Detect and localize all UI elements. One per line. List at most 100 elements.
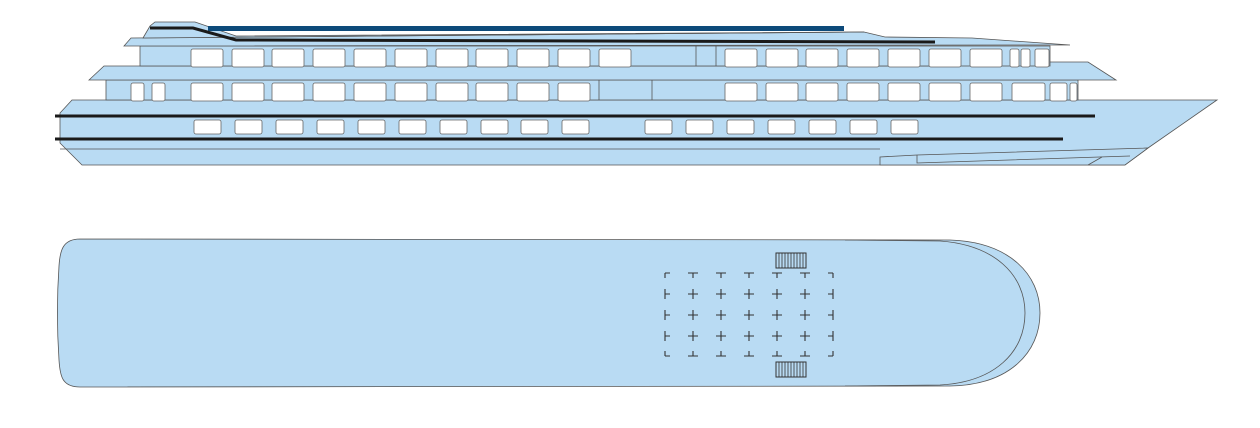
window (1020, 48, 1031, 68)
bow-inner-line (844, 239, 1026, 387)
grid-marker (716, 351, 726, 357)
grid-marker (744, 351, 754, 357)
window (557, 48, 591, 68)
grid-marker (772, 331, 782, 341)
grid-marker (716, 289, 726, 299)
grid-marker (688, 331, 698, 341)
window (849, 119, 878, 135)
window (644, 119, 673, 135)
deck-outline (57, 238, 1041, 388)
side-elevation-view (55, 21, 1219, 166)
grid-marker (716, 272, 726, 278)
window (439, 119, 468, 135)
grid-marker (828, 272, 834, 278)
window (724, 48, 758, 68)
window (808, 119, 837, 135)
grid-marker (800, 310, 810, 320)
grid-marker (828, 351, 834, 357)
window (805, 48, 839, 68)
window (887, 48, 921, 68)
window (193, 119, 222, 135)
window (928, 82, 962, 102)
window (394, 48, 428, 68)
grid-marker (772, 351, 782, 357)
window (312, 82, 346, 102)
roof-stripe (150, 26, 936, 44)
window (312, 48, 346, 68)
grid-marker (664, 351, 670, 357)
window (685, 119, 714, 135)
window (516, 82, 550, 102)
grid-marker (772, 272, 782, 278)
lower-deck-windows (193, 119, 919, 135)
grid-marker (688, 272, 698, 278)
grid-marker (744, 289, 754, 299)
window (767, 119, 796, 135)
window (969, 82, 1003, 102)
window (475, 82, 509, 102)
grid-marker (688, 310, 698, 320)
window (598, 48, 632, 68)
grid-marker (772, 310, 782, 320)
stair-icon (775, 361, 807, 378)
deck-grid-markers (664, 272, 834, 357)
window (480, 119, 509, 135)
stairs (775, 252, 807, 378)
window (316, 119, 345, 135)
window (1011, 82, 1046, 102)
window (887, 82, 921, 102)
window (394, 82, 428, 102)
grid-marker (800, 331, 810, 341)
second-deck-windows (130, 82, 1078, 102)
grid-marker (664, 331, 670, 341)
window (724, 82, 758, 102)
window (475, 48, 509, 68)
window (357, 119, 386, 135)
grid-marker (828, 310, 834, 320)
window (765, 48, 799, 68)
window (1034, 48, 1050, 68)
window (435, 48, 469, 68)
grid-marker (744, 331, 754, 341)
window (1049, 82, 1068, 102)
grid-marker (664, 272, 670, 278)
window (969, 48, 1003, 68)
grid-marker (664, 310, 670, 320)
window (231, 48, 265, 68)
window (516, 48, 550, 68)
bow-detail-line (1087, 156, 1103, 166)
window (435, 82, 469, 102)
window (557, 82, 591, 102)
window (190, 48, 224, 68)
grid-marker (800, 289, 810, 299)
window (151, 82, 166, 102)
window (890, 119, 919, 135)
window (561, 119, 590, 135)
grid-marker (716, 331, 726, 341)
wheelhouse (142, 21, 865, 39)
window (275, 119, 304, 135)
bow-detail-line (916, 155, 1131, 164)
window (846, 82, 880, 102)
grid-marker (828, 331, 834, 341)
upper-deck-windows (190, 48, 1050, 68)
window (271, 82, 305, 102)
grid-marker (688, 351, 698, 357)
window (520, 119, 549, 135)
window (231, 82, 265, 102)
window (805, 82, 839, 102)
window (928, 48, 962, 68)
grid-marker (664, 289, 670, 299)
top-deck-plan-view (57, 238, 1041, 388)
grid-marker (800, 272, 810, 278)
window (190, 82, 224, 102)
stair-icon (775, 252, 807, 269)
grid-marker (800, 351, 810, 357)
window (846, 48, 880, 68)
grid-marker (744, 272, 754, 278)
grid-marker (828, 289, 834, 299)
window (726, 119, 755, 135)
window (271, 48, 305, 68)
roof-accent-bar (208, 26, 844, 31)
